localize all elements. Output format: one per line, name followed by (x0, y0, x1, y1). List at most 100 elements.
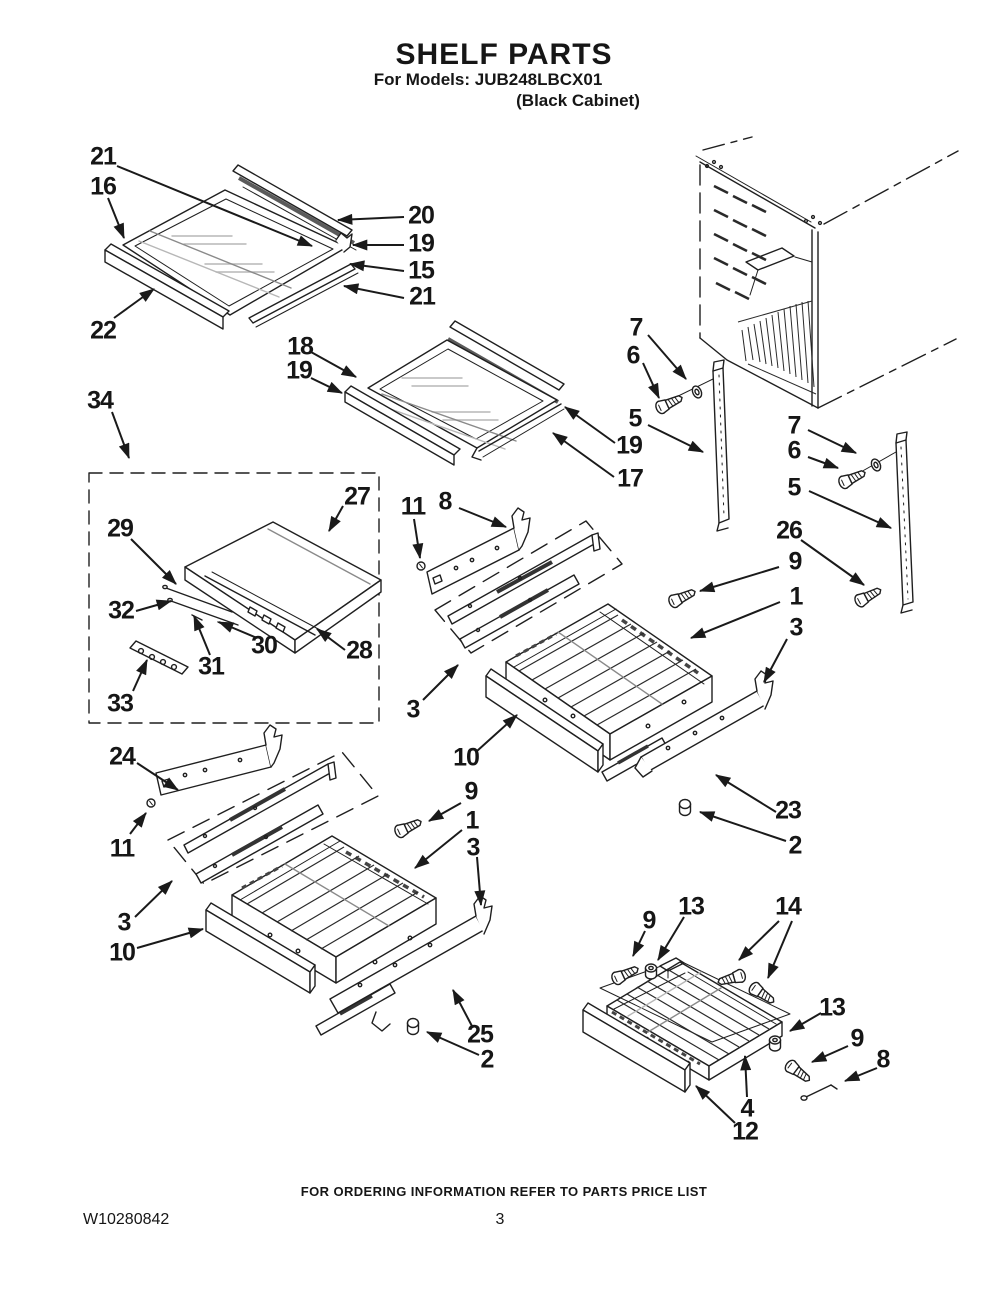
callout-27: 27 (344, 482, 371, 511)
upper-wire-basket (485, 603, 713, 773)
screw-9-upper (666, 584, 699, 610)
telescoping-rail-upper-2 (183, 761, 337, 854)
callout-28: 28 (346, 636, 373, 665)
callout-14: 14 (775, 892, 802, 921)
rail-25-assembly (315, 895, 493, 1036)
glass-shelf-mid-assembly (344, 320, 565, 466)
lower-wire-basket (205, 835, 437, 994)
callout-23: 23 (775, 796, 802, 825)
callout-5: 5 (628, 404, 643, 433)
callout-8: 8 (438, 487, 453, 516)
telescoping-rail-lower-2 (195, 804, 324, 884)
callout-6: 6 (626, 341, 641, 370)
bottom-wire-shelf-assembly (582, 957, 838, 1101)
callout-9: 9 (850, 1024, 865, 1053)
shelf-wires (616, 968, 770, 1061)
ordering-note: FOR ORDERING INFORMATION REFER TO PARTS … (300, 1184, 708, 1199)
models-line: For Models: JUB248LBCX01 (373, 70, 603, 89)
basket-wires (518, 614, 697, 726)
slide-bracket-8 (426, 507, 531, 595)
glass-shelf-top-assembly (104, 164, 359, 330)
callout-10: 10 (109, 938, 136, 967)
trim-board-10-upper (485, 668, 604, 773)
callout-21: 21 (409, 282, 436, 311)
grommet-11 (416, 561, 426, 571)
cabinet-condenser-grille (737, 300, 817, 395)
document-number: W10280842 (83, 1211, 170, 1228)
callout-30: 30 (251, 631, 278, 660)
screw-14-b (746, 979, 779, 1008)
mounting-rail-right (895, 431, 914, 614)
telescoping-rail-upper (447, 532, 601, 625)
callout-16: 16 (90, 172, 117, 201)
shelf-bracket-8 (800, 1084, 838, 1101)
callout-3: 3 (117, 908, 132, 937)
telescoping-rail-lower (459, 574, 580, 649)
callout-2: 2 (480, 1045, 495, 1074)
callout-11: 11 (109, 834, 135, 863)
callout-17: 17 (617, 464, 644, 493)
slide-bracket-24 (155, 724, 283, 796)
callout-20: 20 (408, 201, 435, 230)
roller-2-upper (678, 798, 692, 817)
cabinet-line: (Black Cabinet) (516, 91, 640, 110)
fasteners (392, 378, 897, 1087)
callout-33: 33 (107, 689, 134, 718)
callout-4: 4 (740, 1094, 755, 1123)
callout-3: 3 (406, 695, 421, 724)
callout-5: 5 (787, 473, 802, 502)
callout-32: 32 (108, 596, 135, 625)
callout-7: 7 (629, 313, 644, 342)
callout-7: 7 (787, 411, 802, 440)
washer-7-right (868, 456, 884, 474)
lower-slide-kit (146, 724, 379, 885)
grommet-11-2 (146, 798, 156, 808)
leader-arrows (107, 165, 893, 1124)
callout-34: 34 (87, 386, 114, 415)
spacer-13-right (768, 1035, 782, 1052)
callout-31: 31 (198, 652, 225, 681)
callout-3: 3 (466, 833, 481, 862)
washer-7-left (689, 383, 705, 401)
callout-9: 9 (642, 906, 657, 935)
callout-2: 2 (788, 831, 803, 860)
callout-8: 8 (876, 1045, 891, 1074)
callout-19: 19 (286, 356, 313, 385)
callout-22: 22 (90, 316, 117, 345)
page-title: SHELF PARTS (395, 38, 613, 71)
callout-19: 19 (616, 431, 643, 460)
upper-slide-kit (416, 507, 623, 654)
callout-9: 9 (464, 777, 479, 806)
trim-board-10-lower (205, 902, 316, 994)
screw-9-shelf (609, 961, 642, 987)
callout-12: 12 (732, 1117, 759, 1146)
callout-3: 3 (789, 613, 804, 642)
bracket-strip-33 (129, 640, 189, 675)
callout-9: 9 (788, 547, 803, 576)
roller-2-lower (406, 1017, 420, 1036)
callout-11: 11 (400, 492, 426, 521)
callout-13: 13 (819, 993, 846, 1022)
callout-13: 13 (678, 892, 705, 921)
callout-19: 19 (408, 229, 435, 258)
callout-6: 6 (787, 436, 802, 465)
cabinet-screw-holes (704, 159, 823, 226)
screw-9-lower (392, 814, 425, 840)
trim-board-12 (582, 1002, 691, 1093)
callout-29: 29 (107, 514, 134, 543)
callout-15: 15 (408, 256, 435, 285)
screw-9-bracket (782, 1057, 814, 1087)
callout-26: 26 (776, 516, 803, 545)
callout-10: 10 (453, 743, 480, 772)
callout-1: 1 (789, 582, 804, 611)
callout-24: 24 (109, 742, 136, 771)
callout-1: 1 (465, 806, 480, 835)
cabinet-phantom (695, 136, 959, 409)
callout-25: 25 (467, 1020, 494, 1049)
screw-26 (852, 583, 885, 610)
cabinet-vent-slots (713, 184, 767, 301)
basket-wires-2 (246, 846, 419, 950)
callout-18: 18 (287, 332, 314, 361)
